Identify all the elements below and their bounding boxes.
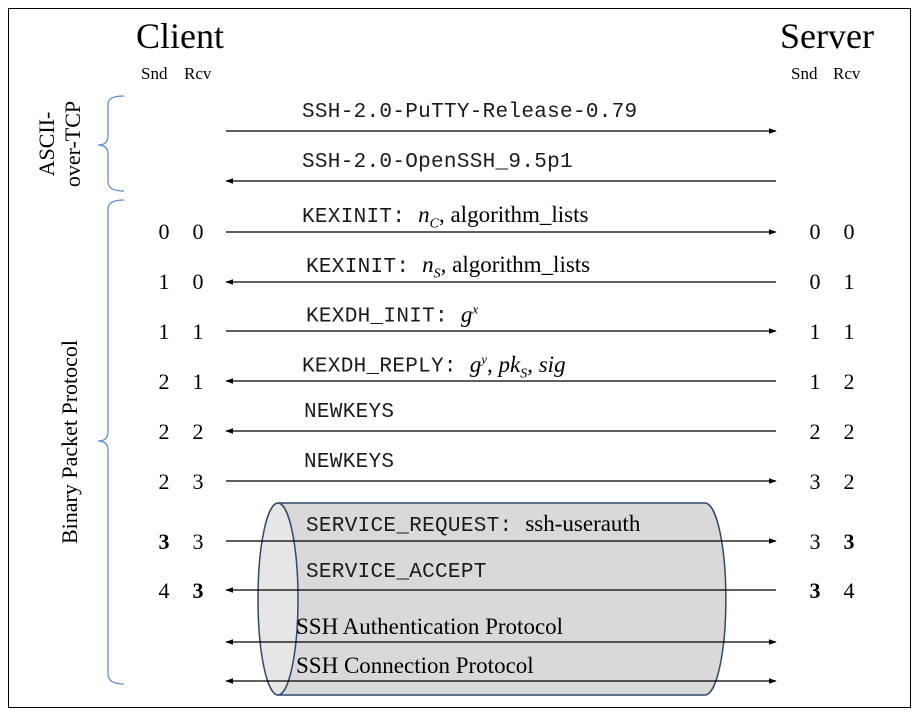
ascii-label-line2: over-TCP bbox=[60, 100, 85, 188]
msg-kexinit-client-args: nC, algorithm_lists bbox=[418, 202, 589, 232]
msg-kexinit-server-label: KEXINIT: bbox=[306, 256, 410, 279]
msg-openssh-version: SSH-2.0-OpenSSH_9.5p1 bbox=[302, 151, 573, 174]
client-rcv-header: Rcv bbox=[184, 64, 212, 83]
client-snd-header: Snd bbox=[141, 64, 168, 83]
ascii-over-tcp-label: ASCII- over-TCP bbox=[34, 84, 88, 204]
server-rcv-header: Rcv bbox=[833, 64, 861, 83]
client-rcv-counter: 0 bbox=[192, 269, 204, 294]
msg-kexdh-reply: KEXDH_REPLY: gy, pkS, sig bbox=[302, 351, 566, 382]
ascii-label-line1: ASCII- bbox=[34, 111, 59, 177]
msg-kexinit-server-args: nS, algorithm_lists bbox=[422, 252, 591, 282]
client-title: Client bbox=[136, 16, 224, 56]
msg-kexdh-reply-label: KEXDH_REPLY: bbox=[302, 355, 457, 379]
server-snd-counter: 1 bbox=[809, 369, 821, 394]
msg-service-request: SERVICE_REQUEST: ssh-userauth bbox=[306, 511, 640, 538]
msg-newkeys-client: NEWKEYS bbox=[304, 451, 395, 474]
msg-kexdh-init-label: KEXDH_INIT: bbox=[306, 305, 448, 329]
server-snd-header: Snd bbox=[791, 64, 818, 83]
binary-packet-protocol-brace bbox=[97, 199, 125, 685]
server-snd-counter: 0 bbox=[809, 219, 821, 244]
client-snd-counter: 2 bbox=[158, 369, 170, 394]
server-snd-counter: 0 bbox=[809, 269, 821, 294]
server-snd-counter: 1 bbox=[809, 319, 821, 344]
client-snd-counter: 1 bbox=[158, 269, 170, 294]
client-snd-counter: 2 bbox=[158, 419, 170, 444]
binary-packet-protocol-label: Binary Packet Protocol bbox=[57, 339, 82, 545]
server-rcv-counter: 1 bbox=[843, 319, 855, 344]
server-rcv-counter: 4 bbox=[843, 578, 855, 603]
msg-ssh-connection-protocol: SSH Connection Protocol bbox=[296, 653, 534, 678]
client-rcv-counter: 3 bbox=[192, 529, 204, 554]
server-rcv-counter: 2 bbox=[843, 369, 855, 394]
client-rcv-counter: 2 bbox=[192, 419, 204, 444]
msg-kexdh-init-args: gx bbox=[460, 301, 479, 327]
msg-kexdh-init: KEXDH_INIT: gx bbox=[306, 301, 478, 329]
msg-putty-version: SSH-2.0-PuTTY-Release-0.79 bbox=[302, 101, 638, 124]
msg-kexinit-client-label: KEXINIT: bbox=[302, 206, 406, 229]
client-snd-counter: 3 bbox=[158, 529, 170, 554]
client-rcv-counter: 0 bbox=[192, 219, 204, 244]
client-snd-counter: 1 bbox=[158, 319, 170, 344]
msg-service-request-args: ssh-userauth bbox=[525, 511, 641, 536]
msg-kexinit-client: KEXINIT: nC, algorithm_lists bbox=[302, 202, 588, 233]
server-snd-counter: 3 bbox=[809, 469, 821, 494]
msg-kexinit-server: KEXINIT: nS, algorithm_lists bbox=[306, 252, 590, 283]
server-snd-counter: 3 bbox=[809, 529, 821, 554]
client-rcv-counter: 1 bbox=[192, 319, 204, 344]
client-snd-counter: 0 bbox=[158, 219, 170, 244]
diagram-frame bbox=[8, 8, 911, 708]
server-rcv-counter: 2 bbox=[843, 419, 855, 444]
server-snd-counter: 2 bbox=[809, 419, 821, 444]
msg-service-accept: SERVICE_ACCEPT bbox=[306, 561, 487, 584]
encrypted-tunnel-cylinder bbox=[257, 502, 727, 696]
server-rcv-counter: 1 bbox=[843, 269, 855, 294]
server-title: Server bbox=[780, 16, 874, 56]
msg-newkeys-server: NEWKEYS bbox=[304, 401, 395, 424]
client-rcv-counter: 1 bbox=[192, 369, 204, 394]
client-snd-counter: 2 bbox=[158, 469, 170, 494]
msg-kexdh-reply-args: gy, pkS, sig bbox=[469, 351, 566, 382]
server-rcv-counter: 2 bbox=[843, 469, 855, 494]
msg-ssh-authentication-protocol: SSH Authentication Protocol bbox=[296, 614, 564, 639]
client-snd-counter: 4 bbox=[158, 578, 170, 603]
server-rcv-counter: 3 bbox=[843, 529, 855, 554]
msg-service-request-label: SERVICE_REQUEST: bbox=[306, 515, 513, 538]
server-rcv-counter: 0 bbox=[843, 219, 855, 244]
client-rcv-counter: 3 bbox=[192, 578, 204, 603]
server-snd-counter: 3 bbox=[809, 578, 821, 603]
ascii-over-tcp-brace bbox=[97, 95, 125, 192]
client-rcv-counter: 3 bbox=[192, 469, 204, 494]
